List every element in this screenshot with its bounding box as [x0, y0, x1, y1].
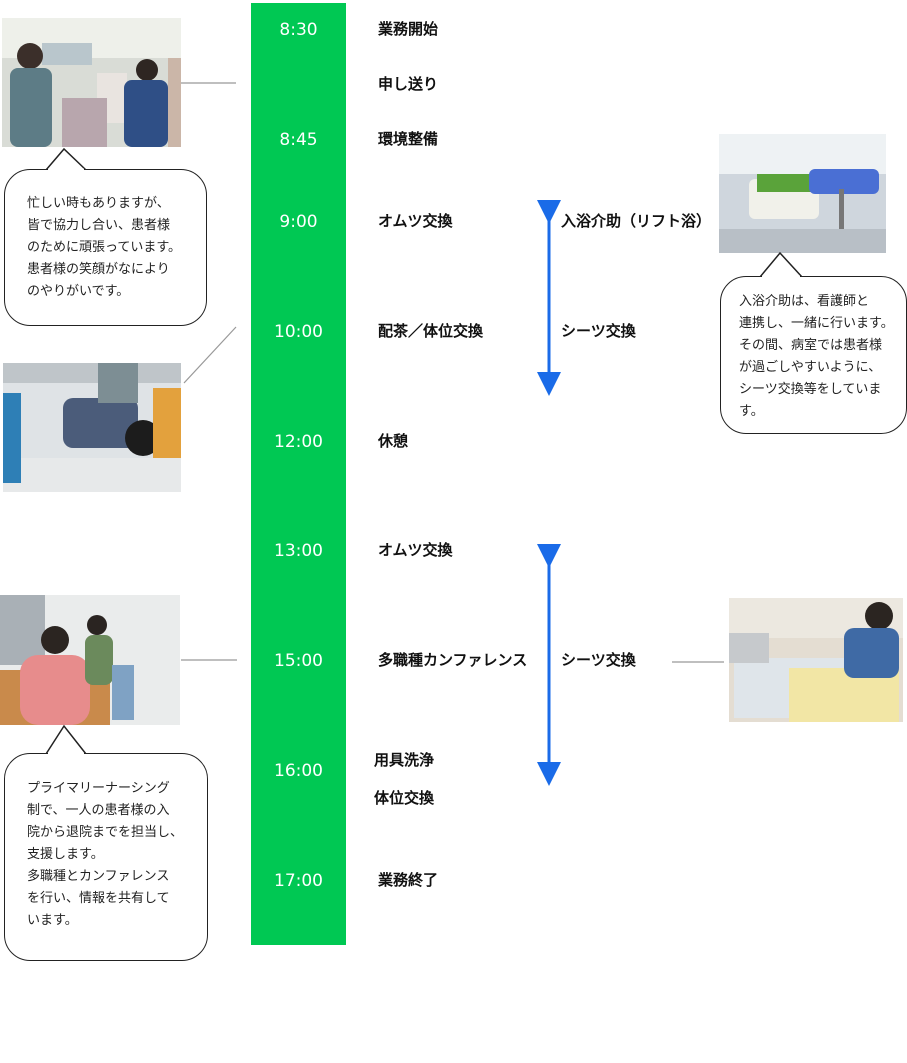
bubble-text: 忙しい時もありますが、 皆で協力し合い、患者様 のために頑張っています。 患者様… — [27, 196, 182, 299]
bath-lift-photo — [719, 134, 886, 253]
task-label: 用具洗浄 — [374, 751, 435, 769]
task-label: 業務終了 — [378, 871, 439, 889]
timeline-bar — [251, 3, 346, 945]
task-label: 多職種カンファレンス — [378, 651, 528, 669]
task-label: 環境整備 — [378, 130, 439, 148]
speech-bubble: 入浴介助は、看護師と 連携し、一緒に行います。 その間、病室では患者様 が過ごし… — [720, 276, 907, 434]
task-label: 業務開始 — [378, 20, 439, 38]
speech-bubble: 忙しい時もありますが、 皆で協力し合い、患者様 のために頑張っています。 患者様… — [4, 169, 207, 326]
task-label: 休憩 — [378, 432, 409, 450]
time-label: 15:00 — [274, 651, 323, 671]
time-label: 12:00 — [274, 432, 323, 452]
nurses-station-photo — [2, 18, 181, 147]
conference-photo — [0, 595, 180, 725]
task-label: 申し送り — [378, 75, 439, 93]
time-label: 8:45 — [279, 130, 318, 150]
side-task-label: シーツ交換 — [561, 322, 636, 340]
task-label: 配茶／体位交換 — [378, 322, 484, 340]
side-task-label: 入浴介助（リフト浴） — [561, 212, 712, 230]
time-label: 13:00 — [274, 541, 323, 561]
time-label: 8:30 — [279, 20, 318, 40]
task-label: オムツ交換 — [378, 541, 453, 559]
position-change-photo — [3, 363, 181, 492]
speech-bubble: プライマリーナーシング 制で、一人の患者様の入 院から退院までを担当し、 支援し… — [4, 753, 208, 961]
side-task-label: シーツ交換 — [561, 651, 636, 669]
connector-line — [183, 326, 237, 384]
task-label: オムツ交換 — [378, 212, 453, 230]
time-label: 9:00 — [279, 212, 318, 232]
task-label: 体位交換 — [374, 789, 435, 807]
time-label: 17:00 — [274, 871, 323, 891]
bubble-text: 入浴介助は、看護師と 連携し、一緒に行います。 その間、病室では患者様 が過ごし… — [739, 294, 894, 419]
time-label: 10:00 — [274, 322, 323, 342]
time-label: 16:00 — [274, 761, 323, 781]
sheet-change-photo — [729, 598, 903, 722]
bubble-text: プライマリーナーシング 制で、一人の患者様の入 院から退院までを担当し、 支援し… — [27, 781, 184, 928]
